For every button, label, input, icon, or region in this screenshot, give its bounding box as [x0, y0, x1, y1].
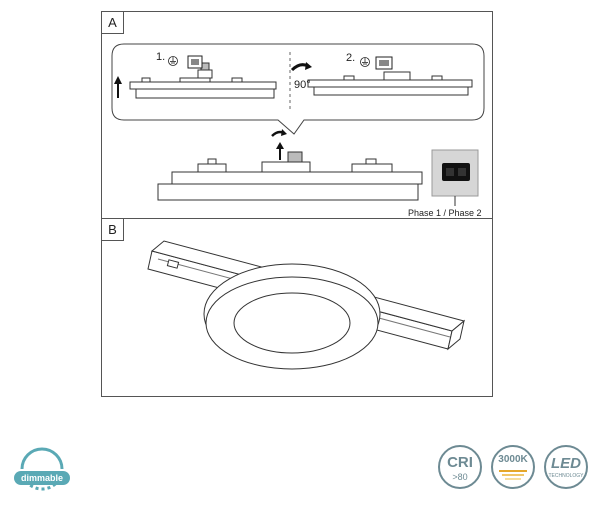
step-1-number: 1. — [156, 51, 165, 63]
arrow-up-icon-main — [276, 142, 284, 160]
round-light — [203, 263, 381, 370]
step-2-number: 2. — [346, 52, 355, 64]
dimmable-icon — [14, 447, 70, 491]
led-icon — [544, 445, 588, 489]
panel-b-label: B — [102, 219, 124, 241]
cri-sub: >80 — [452, 472, 468, 482]
color-temperature-icon — [491, 445, 535, 489]
ground-icon-1 — [168, 56, 178, 66]
panel-a-label: A — [102, 12, 124, 34]
panel-b: B — [101, 218, 493, 397]
left-mini-fixture — [129, 62, 277, 99]
dimmable-label: dimmable — [20, 473, 63, 483]
kelvin-badge: 3000K — [490, 444, 536, 490]
panel-a-drawing: 1. 2. — [111, 43, 485, 218]
panel-b-drawing — [147, 240, 466, 370]
adapter-icon-1 — [187, 55, 203, 69]
rotation-angle: 90° — [294, 79, 311, 91]
ground-icon-2 — [360, 57, 370, 67]
cri-icon — [438, 445, 482, 489]
phase-caption: Phase 1 / Phase 2 — [408, 208, 482, 218]
main-fixture — [157, 151, 423, 201]
panel-a: A 1. — [101, 11, 493, 219]
led-badge: LED TECHNOLOGY — [543, 444, 589, 490]
led-title: LED — [551, 455, 581, 472]
dimmable-badge: dimmable — [12, 443, 72, 499]
arrow-up-icon-left — [114, 76, 122, 98]
adapter-icon-2 — [375, 56, 393, 70]
cri-badge: CRI >80 — [437, 444, 483, 490]
kelvin-title: 3000K — [498, 454, 528, 465]
right-mini-fixture — [307, 71, 473, 96]
cri-title: CRI — [447, 454, 473, 471]
led-sub: TECHNOLOGY — [548, 473, 584, 479]
phase-switch — [431, 149, 479, 197]
